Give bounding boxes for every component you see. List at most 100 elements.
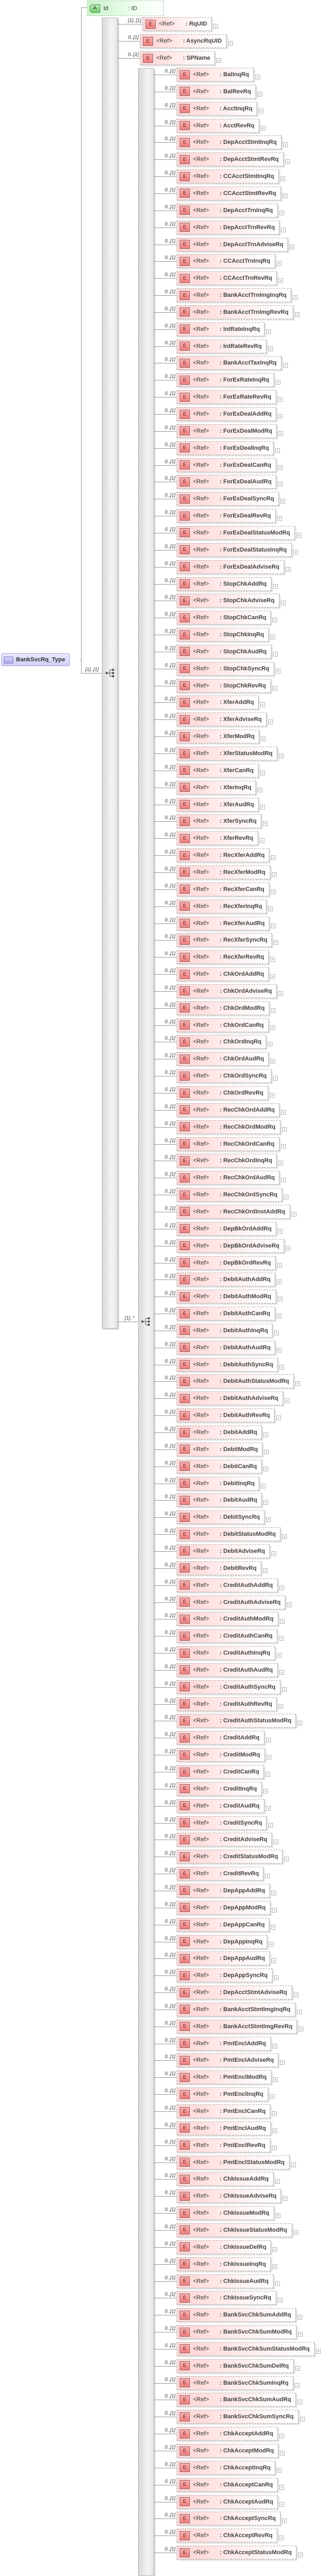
- element-node[interactable]: E<Ref>: DepAcctTrnInqRq: [176, 203, 278, 217]
- element-node[interactable]: E<Ref>: XferAudRq: [176, 797, 259, 812]
- element-node[interactable]: E<Ref>: BankAcctTrnImgRevRq: [176, 305, 293, 319]
- element-node[interactable]: E<Ref>: DebitAuthInqRq: [176, 1323, 273, 1338]
- element-node[interactable]: E<Ref>: ChkOrdInqRq: [176, 1035, 267, 1049]
- element-node[interactable]: E<Ref>: RecXferAddRq: [176, 848, 270, 863]
- element-node[interactable]: E<Ref>: StopChkInqRq: [176, 628, 269, 642]
- expand-icon[interactable]: +: [271, 855, 276, 861]
- expand-icon[interactable]: +: [273, 2077, 278, 2083]
- element-node[interactable]: E<Ref>: PmtEnclInqRq: [176, 2087, 268, 2102]
- expand-icon[interactable]: +: [275, 448, 280, 453]
- element-node[interactable]: E<Ref>: DebitRevRq: [176, 1561, 262, 1575]
- expand-icon[interactable]: +: [280, 499, 285, 504]
- expand-icon[interactable]: +: [266, 1805, 271, 1811]
- expand-icon[interactable]: +: [295, 312, 300, 317]
- element-node[interactable]: E<Ref>: DepAcctStmtRevRq: [176, 152, 284, 167]
- element-node[interactable]: E<Ref>: BalInqRq: [176, 68, 254, 82]
- expand-icon[interactable]: +: [274, 1330, 279, 1335]
- element-node[interactable]: E<Ref>: CreditAuthAddRq: [176, 1578, 278, 1592]
- element-node[interactable]: E<Ref>: ChkAcceptStatusModRq: [176, 2546, 297, 2560]
- expand-icon[interactable]: +: [298, 2332, 303, 2337]
- element-node[interactable]: E<Ref>: XferStatusModRq: [176, 747, 277, 760]
- element-node[interactable]: E<Ref>: XferSyncRq: [176, 814, 262, 829]
- expand-icon[interactable]: +: [268, 1822, 273, 1828]
- element-node[interactable]: E<Ref>: ForExDealRevRq: [176, 509, 276, 523]
- element-node[interactable]: E<Ref>: ChkAcceptRevRq: [176, 2529, 278, 2543]
- expand-icon[interactable]: +: [271, 1924, 276, 1930]
- expand-icon[interactable]: +: [281, 1109, 286, 1115]
- expand-icon[interactable]: +: [279, 754, 284, 758]
- element-node[interactable]: E<Ref>: DebitAuthSyncRq: [176, 1357, 278, 1372]
- element-node[interactable]: E<Ref>: XferModRq: [176, 730, 260, 744]
- element-node[interactable]: E<Ref>: DepAppAddRq: [176, 1883, 270, 1898]
- expand-icon[interactable]: +: [263, 1788, 268, 1794]
- expand-icon[interactable]: +: [266, 1772, 270, 1777]
- element-node[interactable]: E<Ref>: SPName: [140, 51, 215, 65]
- element-node[interactable]: E<Ref>: RecChkOrdModRq: [176, 1120, 280, 1134]
- element-node[interactable]: E<Ref>: DebitAuthStatusModRq: [176, 1374, 294, 1389]
- element-node[interactable]: E<Ref>: BankSvcChkSumAddRq: [176, 2308, 296, 2322]
- expand-icon[interactable]: +: [296, 532, 301, 538]
- element-node[interactable]: E<Ref>: CreditSyncRq: [176, 1816, 267, 1830]
- expand-icon[interactable]: +: [290, 244, 294, 249]
- element-node[interactable]: E<Ref>: ForExDealAddRq: [176, 407, 277, 421]
- element-node[interactable]: E<Ref>: DebitAdviseRq: [176, 1544, 270, 1558]
- expand-icon[interactable]: +: [263, 1568, 268, 1573]
- expand-icon[interactable]: +: [270, 974, 275, 979]
- expand-icon[interactable]: +: [265, 1874, 270, 1879]
- element-node[interactable]: E<Ref>: CreditInqRq: [176, 1781, 262, 1796]
- expand-icon[interactable]: +: [291, 2162, 296, 2167]
- expand-icon[interactable]: +: [279, 2434, 284, 2439]
- expand-icon[interactable]: +: [277, 1347, 282, 1352]
- expand-icon[interactable]: +: [271, 1551, 276, 1556]
- element-node[interactable]: E<Ref>: DebitAuthAudRq: [176, 1340, 276, 1355]
- expand-icon[interactable]: +: [286, 1245, 291, 1251]
- element-node[interactable]: E<Ref>: ChkOrdAdviseRq: [176, 984, 277, 998]
- expand-icon[interactable]: +: [266, 1517, 271, 1522]
- expand-icon[interactable]: +: [279, 2501, 284, 2507]
- expand-icon[interactable]: +: [263, 1466, 268, 1471]
- expand-icon[interactable]: +: [270, 635, 275, 640]
- expand-icon[interactable]: +: [270, 1093, 275, 1098]
- element-node[interactable]: E<Ref>: ChkIssueSyncRq: [176, 2291, 276, 2305]
- element-node[interactable]: E<Ref>: BankSvcChkSumInqRq: [176, 2376, 293, 2390]
- expand-icon[interactable]: +: [281, 227, 286, 232]
- expand-icon[interactable]: +: [276, 380, 280, 385]
- expand-icon[interactable]: +: [275, 2179, 280, 2184]
- element-node[interactable]: E<Ref>: ChkOrdModRq: [176, 1001, 270, 1015]
- element-node[interactable]: E<Ref>: ChkAcceptSyncRq: [176, 2512, 281, 2526]
- element-node[interactable]: E<Ref>: ChkAcceptInqRq: [176, 2460, 276, 2475]
- expand-icon[interactable]: +: [281, 601, 286, 606]
- element-node[interactable]: E<Ref>: DebitModRq: [176, 1442, 263, 1456]
- expand-icon[interactable]: +: [280, 1619, 285, 1624]
- expand-icon[interactable]: +: [293, 295, 298, 301]
- element-node[interactable]: E<Ref>: DepBkOrdRevRq: [176, 1255, 276, 1270]
- expand-icon[interactable]: +: [300, 2417, 305, 2422]
- element-node[interactable]: E<Ref>: ChkIssueModRq: [176, 2206, 274, 2221]
- element-node[interactable]: E<Ref>: RecChkOrdInstAddRq: [176, 1204, 290, 1219]
- element-node[interactable]: E<Ref>: CCAcctTrnRevRq: [176, 271, 277, 286]
- element-node[interactable]: E<Ref>: XferRevRq: [176, 831, 258, 846]
- expand-icon[interactable]: +: [276, 1415, 281, 1421]
- expand-icon[interactable]: +: [277, 516, 282, 521]
- expand-icon[interactable]: +: [261, 1483, 266, 1488]
- element-node[interactable]: E<Ref>: RecChkOrdAddRq: [176, 1103, 280, 1117]
- element-node[interactable]: E<Ref>: RecXferRevRq: [176, 950, 269, 965]
- element-node[interactable]: E<Ref>: CreditAudRq: [176, 1799, 264, 1813]
- element-node[interactable]: E<Ref>: CreditAuthAdviseRq: [176, 1595, 286, 1609]
- expand-icon[interactable]: +: [270, 2094, 275, 2100]
- expand-icon[interactable]: +: [280, 176, 285, 182]
- expand-icon[interactable]: +: [295, 2366, 300, 2371]
- element-node[interactable]: E<Ref>: DebitAuthCanRq: [176, 1307, 275, 1321]
- expand-icon[interactable]: +: [260, 838, 264, 844]
- element-node[interactable]: E<Ref>: XferInqRq: [176, 780, 256, 795]
- element-node[interactable]: E<Ref>: CreditAuthStatusModRq: [176, 1714, 296, 1728]
- expand-icon[interactable]: +: [274, 1975, 279, 1981]
- expand-icon[interactable]: +: [271, 1958, 276, 1964]
- expand-icon[interactable]: +: [298, 2315, 302, 2320]
- element-node[interactable]: E<Ref>: PmtEnclStatusModRq: [176, 2155, 290, 2169]
- element-node[interactable]: E<Ref>: ForExDealModRq: [176, 424, 277, 438]
- expand-icon[interactable]: +: [297, 2009, 302, 2014]
- element-node[interactable]: E<Ref>: BankAcctTrnImgInqRq: [176, 288, 292, 303]
- expand-icon[interactable]: +: [261, 125, 266, 131]
- element-node[interactable]: E<Ref>: ChkAcceptModRq: [176, 2444, 279, 2458]
